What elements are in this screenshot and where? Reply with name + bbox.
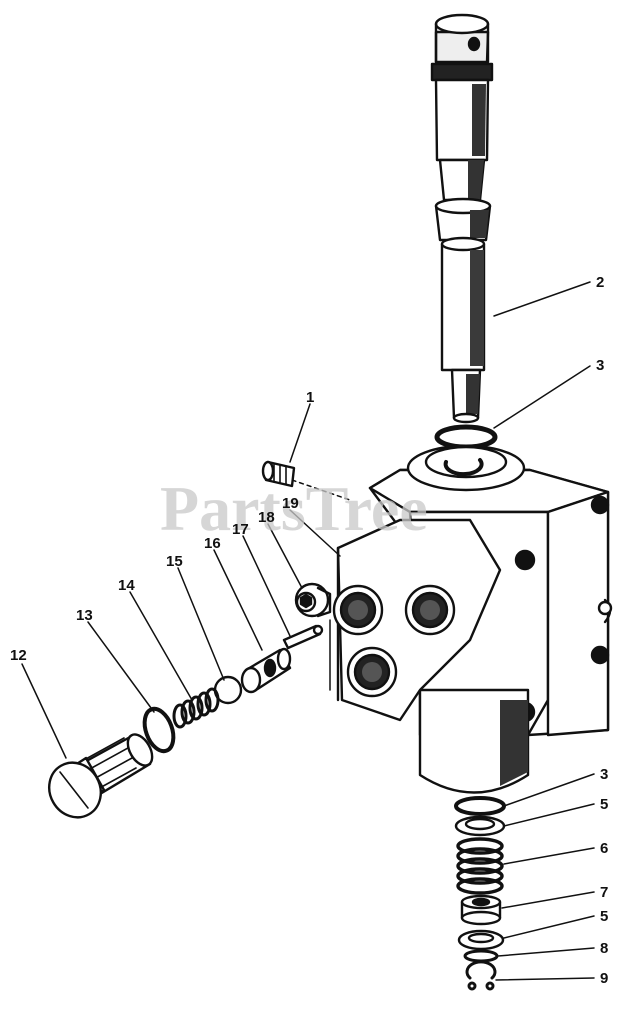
- callout-8: 8: [600, 940, 608, 957]
- poppet-part-16: [240, 647, 292, 694]
- valve-body: [291, 444, 613, 794]
- spring-part-14: [172, 687, 220, 729]
- leader-lines: [21, 281, 595, 981]
- socket-plug-part-18: [294, 582, 332, 618]
- callout-14: 14: [118, 577, 135, 594]
- plug-part-1: [261, 460, 296, 488]
- callout-5-upper: 5: [600, 796, 608, 813]
- callout-2: 2: [596, 274, 604, 291]
- retaining-ring-part-9: [465, 960, 497, 991]
- callout-3-lower: 3: [600, 766, 608, 783]
- pin-part-17: [282, 624, 324, 650]
- callout-16: 16: [204, 535, 221, 552]
- cap-plug-part-12: [48, 733, 154, 819]
- watermark-text: PartsTree: [160, 473, 428, 544]
- callout-1: 1: [306, 389, 314, 406]
- callout-19: 19: [282, 495, 299, 512]
- spring-part-6: [456, 837, 504, 895]
- o-ring-lower: [454, 796, 506, 816]
- callout-13: 13: [76, 607, 93, 624]
- o-ring-upper: [434, 424, 498, 450]
- ring-part-8: [463, 949, 499, 963]
- callout-labels: 2 3 1 19 18 17 16 15 14 13 12 3 5 6 7 5 …: [10, 274, 608, 987]
- callout-12: 12: [10, 647, 27, 664]
- washer-part-5-upper: [454, 815, 506, 837]
- callout-15: 15: [166, 553, 183, 570]
- callout-9: 9: [600, 970, 608, 987]
- callout-17: 17: [232, 521, 249, 538]
- callout-6: 6: [600, 840, 608, 857]
- callout-7: 7: [600, 884, 608, 901]
- spacer-part-7: [460, 894, 502, 926]
- spool-part: [430, 13, 494, 424]
- callout-18: 18: [258, 509, 275, 526]
- callout-5-lower: 5: [600, 908, 608, 925]
- washer-part-5-lower: [457, 929, 505, 951]
- callout-3-upper: 3: [596, 357, 604, 374]
